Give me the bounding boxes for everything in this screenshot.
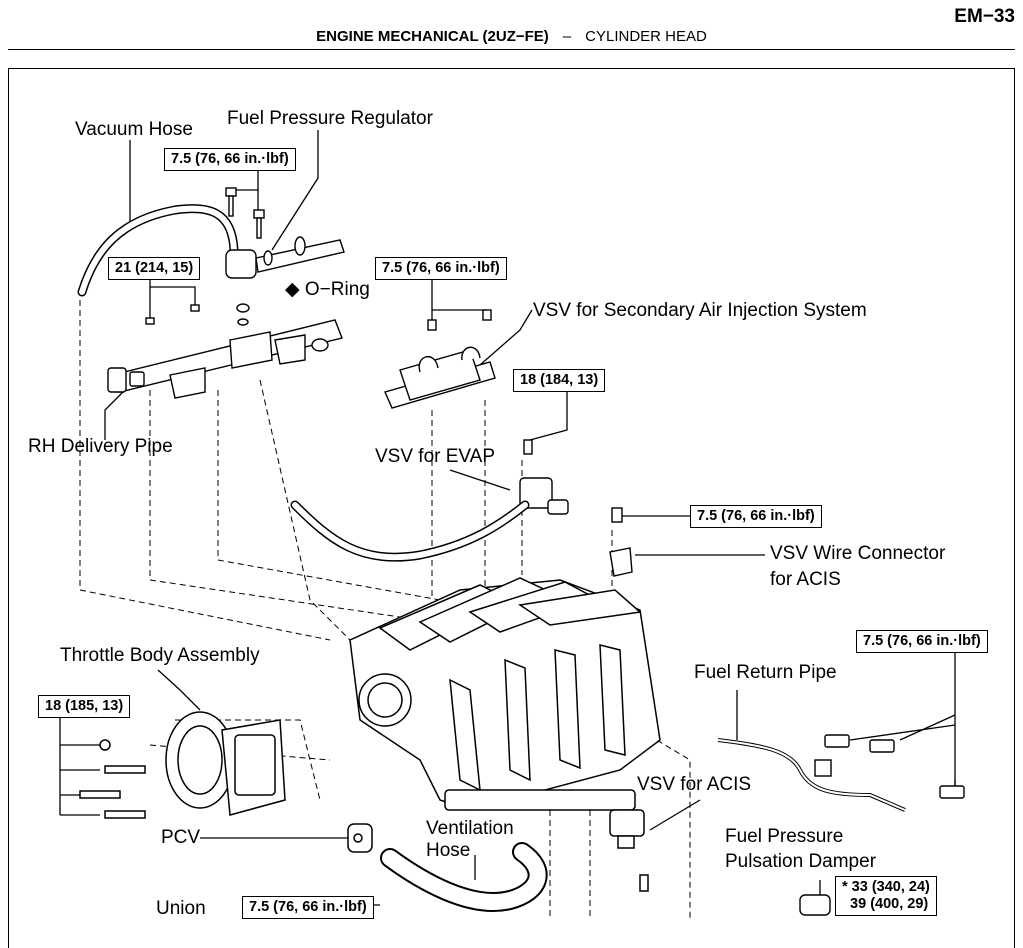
page-header: ENGINE MECHANICAL (2UZ−FE)–CYLINDER HEAD bbox=[0, 28, 1023, 45]
label-throttle-body-assembly: Throttle Body Assembly bbox=[60, 645, 260, 666]
torque-box-union: 7.5 (76, 66 in.·lbf) bbox=[242, 896, 374, 919]
header-separator: – bbox=[562, 28, 572, 45]
label-o-ring: ◆ O−Ring bbox=[285, 279, 370, 300]
torque-box-wire-connector: 7.5 (76, 66 in.·lbf) bbox=[690, 505, 822, 528]
section-title: ENGINE MECHANICAL (2UZ−FE) bbox=[316, 28, 549, 45]
torque-box-evap-vsv: 18 (184, 13) bbox=[513, 369, 606, 392]
label-vsv-evap: VSV for EVAP bbox=[375, 446, 496, 467]
label-vacuum-hose: Vacuum Hose bbox=[75, 119, 193, 140]
label-fuel-pressure-pulsation-damper-2: Pulsation Damper bbox=[725, 851, 877, 872]
label-fuel-pressure-pulsation-damper: Fuel Pressure bbox=[725, 826, 844, 847]
label-union: Union bbox=[156, 898, 206, 919]
label-fuel-return-pipe: Fuel Return Pipe bbox=[694, 662, 837, 683]
label-ventilation-hose: Ventilation bbox=[426, 818, 514, 839]
label-vsv-acis: VSV for ACIS bbox=[637, 774, 752, 795]
torque-box-fuel-return-pipe: 7.5 (76, 66 in.·lbf) bbox=[856, 630, 988, 653]
torque-line-1: * 33 (340, 24) bbox=[842, 879, 930, 895]
label-fuel-pressure-regulator: Fuel Pressure Regulator bbox=[227, 108, 433, 129]
header-rule bbox=[8, 49, 1015, 50]
label-ventilation-hose-2: Hose bbox=[426, 840, 471, 861]
torque-box-regulator-bolts: 7.5 (76, 66 in.·lbf) bbox=[164, 148, 296, 171]
diagram-frame bbox=[8, 68, 1015, 948]
subsection-title: CYLINDER HEAD bbox=[585, 28, 707, 45]
label-vsv-wire-connector-2: for ACIS bbox=[770, 569, 841, 590]
label-vsv-wire-connector: VSV Wire Connector bbox=[770, 543, 946, 564]
torque-box-pulsation-damper: * 33 (340, 24) 39 (400, 29) bbox=[835, 876, 937, 916]
torque-box-throttle-body: 18 (185, 13) bbox=[38, 695, 131, 718]
page-number: EM−33 bbox=[954, 6, 1015, 27]
label-pcv: PCV bbox=[161, 827, 201, 848]
label-vsv-secondary-air: VSV for Secondary Air Injection System bbox=[533, 300, 867, 321]
torque-box-secondary-air-vsv: 7.5 (76, 66 in.·lbf) bbox=[375, 257, 507, 280]
torque-box-delivery-pipe-bolts: 21 (214, 15) bbox=[108, 257, 201, 280]
label-rh-delivery-pipe: RH Delivery Pipe bbox=[28, 436, 173, 457]
torque-line-2: 39 (400, 29) bbox=[842, 896, 929, 912]
exploded-parts-diagram bbox=[59, 130, 965, 920]
